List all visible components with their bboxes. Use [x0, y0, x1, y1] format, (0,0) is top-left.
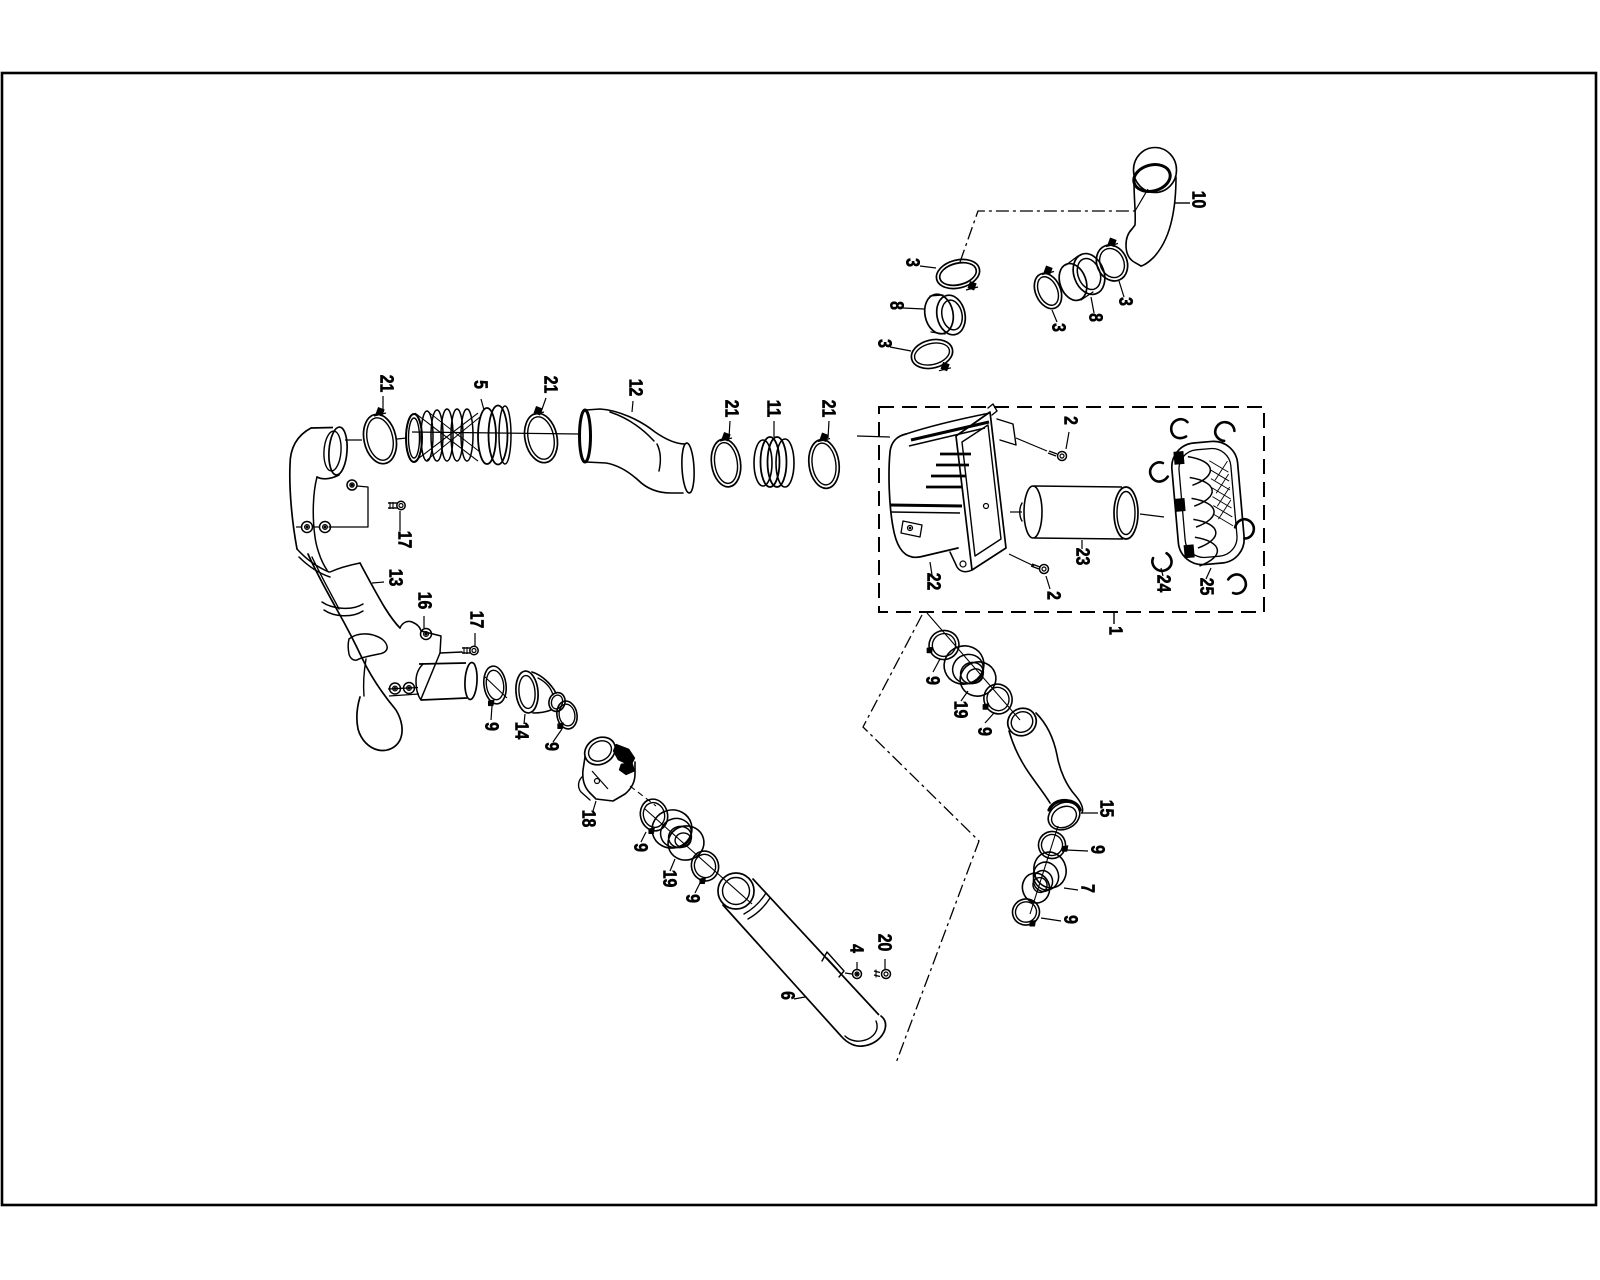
svg-text:21: 21: [818, 400, 839, 418]
svg-text:25: 25: [1196, 578, 1217, 596]
svg-text:3: 3: [1048, 323, 1069, 332]
svg-text:8: 8: [886, 301, 907, 310]
svg-text:21: 21: [721, 400, 742, 418]
svg-text:15: 15: [1096, 800, 1117, 818]
svg-text:22: 22: [923, 573, 944, 591]
svg-text:17: 17: [466, 611, 487, 629]
svg-text:3: 3: [1115, 297, 1136, 306]
svg-text:9: 9: [1087, 845, 1108, 854]
svg-text:7: 7: [1077, 884, 1098, 893]
svg-text:5: 5: [470, 380, 491, 389]
svg-text:1: 1: [1105, 626, 1126, 635]
svg-text:21: 21: [376, 375, 397, 393]
svg-text:3: 3: [874, 339, 895, 348]
svg-text:9: 9: [541, 742, 562, 751]
svg-text:8: 8: [1085, 313, 1106, 322]
svg-text:2: 2: [1043, 591, 1064, 600]
svg-text:4: 4: [846, 944, 867, 953]
svg-text:17: 17: [394, 531, 415, 549]
svg-text:18: 18: [578, 810, 599, 828]
svg-text:9: 9: [974, 727, 995, 736]
svg-text:11: 11: [763, 400, 784, 418]
svg-text:9: 9: [630, 843, 651, 852]
svg-text:16: 16: [414, 592, 435, 610]
svg-text:12: 12: [625, 379, 646, 397]
svg-text:19: 19: [950, 701, 971, 719]
svg-text:9: 9: [481, 722, 502, 731]
svg-text:3: 3: [902, 258, 923, 267]
svg-text:9: 9: [922, 676, 943, 685]
svg-text:2: 2: [1060, 416, 1081, 425]
svg-text:21: 21: [540, 376, 561, 394]
svg-text:9: 9: [1060, 915, 1081, 924]
svg-text:9: 9: [682, 894, 703, 903]
svg-text:6: 6: [777, 991, 798, 1000]
svg-text:13: 13: [385, 569, 406, 587]
svg-text:23: 23: [1072, 548, 1093, 566]
svg-text:10: 10: [1188, 191, 1209, 209]
svg-text:19: 19: [659, 870, 680, 888]
svg-text:20: 20: [874, 934, 895, 952]
svg-text:14: 14: [511, 722, 532, 740]
svg-text:24: 24: [1153, 575, 1174, 593]
